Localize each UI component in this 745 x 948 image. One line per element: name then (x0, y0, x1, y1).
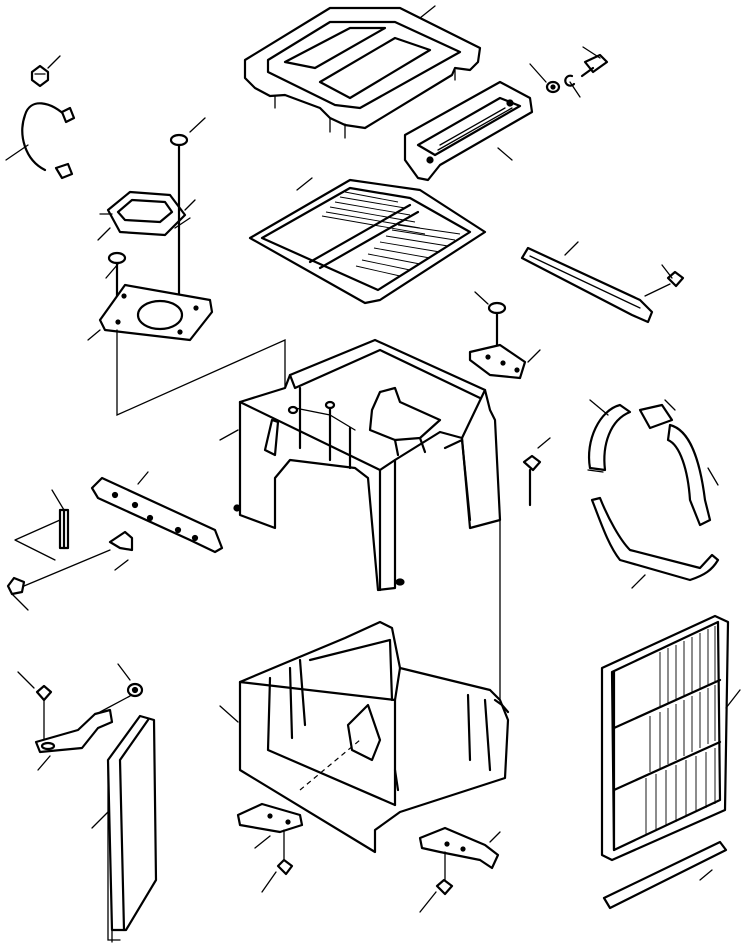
bracket-callout-lines (14, 519, 61, 561)
grommet (30, 64, 50, 88)
screw-housing-right (522, 454, 542, 507)
screw-lower-left-2 (99, 682, 144, 713)
actuator-unit (99, 190, 191, 237)
wire-harness (21, 102, 76, 180)
bottom-bracket-right (418, 826, 500, 896)
small-bracket (468, 343, 527, 380)
bottom-strip (602, 840, 728, 910)
mounting-plate (98, 283, 214, 342)
callout-leader-lines (5, 5, 741, 913)
assembly-line-plate (116, 329, 286, 417)
evaporator-core (106, 714, 158, 943)
bracket-arm (90, 476, 224, 554)
filter-grille (248, 178, 487, 305)
stud-bolt (58, 508, 70, 550)
duct-loop (587, 403, 712, 527)
upper-housing (233, 338, 502, 592)
bottom-bracket-left (236, 802, 304, 876)
screw-right (644, 270, 685, 297)
filter-panel (600, 614, 730, 862)
screw-lower-left (35, 684, 53, 741)
clip-small (108, 530, 134, 552)
strap-bar (520, 246, 654, 324)
side-bracket (403, 80, 534, 182)
angle-bracket (34, 708, 114, 754)
top-cover-frame (243, 6, 482, 139)
bolt-left (6, 549, 111, 596)
lower-housing (238, 620, 510, 854)
screw-washer-set (545, 53, 609, 94)
duct-tray (590, 496, 720, 582)
